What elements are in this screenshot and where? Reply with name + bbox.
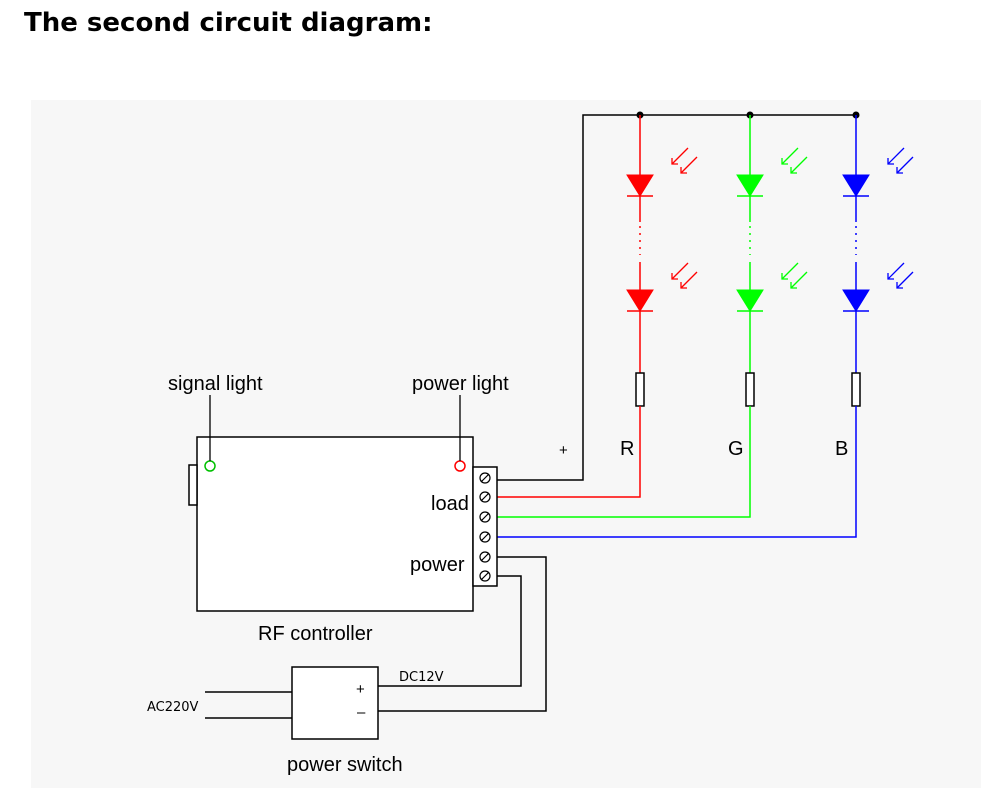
blue-light-arrows-1 (887, 147, 914, 174)
green-light-arrows-2 (781, 262, 808, 289)
red-light-arrows-2 (671, 262, 698, 289)
rf-controller-label: RF controller (258, 623, 373, 645)
power-switch-box (291, 666, 379, 740)
power-switch-plus: + (356, 681, 365, 698)
channel-label-b: B (835, 438, 848, 460)
signal-light-label: signal light (168, 373, 263, 395)
terminal-screw (479, 472, 491, 582)
blue-resistor (851, 372, 861, 407)
blue-light-arrows-2 (887, 262, 914, 289)
red-led-string (497, 115, 698, 498)
green-led-1 (736, 174, 764, 197)
load-label: load (431, 493, 469, 515)
red-led-1 (626, 174, 654, 197)
rf-controller-box (196, 436, 474, 612)
power-light-label: power light (412, 373, 509, 395)
dc-plus-wire (378, 575, 522, 687)
red-led-2 (626, 289, 654, 312)
blue-load-wire (497, 406, 857, 538)
power-label: power (410, 554, 465, 576)
green-load-wire (497, 406, 751, 518)
ac220v-label: AC220V (147, 700, 199, 715)
channel-label-r: R (620, 438, 634, 460)
blue-led-2 (842, 289, 870, 312)
blue-led-string (497, 115, 914, 538)
green-resistor (745, 372, 755, 407)
dc12v-label: DC12V (399, 670, 444, 685)
diagram-background (31, 100, 981, 788)
terminal-block (472, 466, 498, 587)
red-load-wire (497, 406, 641, 498)
green-light-arrows-1 (781, 147, 808, 174)
power-switch-minus: – (357, 704, 366, 721)
rf-controller-antenna-tab (188, 464, 198, 506)
power-switch-label: power switch (287, 754, 403, 776)
positive-label: + (559, 442, 568, 459)
page-heading: The second circuit diagram: (24, 8, 433, 38)
green-led-2 (736, 289, 764, 312)
red-resistor (635, 372, 645, 407)
blue-led-1 (842, 174, 870, 197)
green-led-string (497, 115, 808, 518)
positive-rail-wire (497, 114, 856, 481)
dc-minus-wire (378, 556, 547, 712)
red-light-arrows-1 (671, 147, 698, 174)
channel-label-g: G (728, 438, 744, 460)
